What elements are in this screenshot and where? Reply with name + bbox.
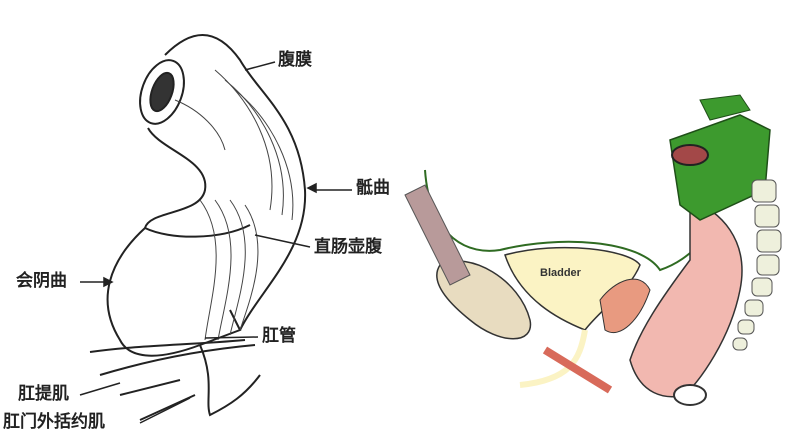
pubic-bone bbox=[436, 260, 532, 340]
label-bladder: Bladder bbox=[540, 267, 581, 279]
label-levator-ani: 肛提肌 bbox=[18, 384, 69, 404]
peritoneum-covered-colon bbox=[669, 114, 771, 221]
peritoneum-line bbox=[424, 169, 721, 272]
rectum-line-drawing bbox=[89, 34, 307, 421]
pelvic-section-drawing bbox=[404, 94, 782, 406]
label-anal-canal: 肛管 bbox=[262, 326, 296, 346]
leader-lines bbox=[79, 61, 352, 424]
label-rectal-ampulla: 直肠壶腹 bbox=[314, 237, 382, 257]
sacrum-coccyx bbox=[732, 179, 782, 351]
label-peritoneum: 腹膜 bbox=[278, 50, 312, 70]
prostate-seminal bbox=[599, 278, 651, 333]
label-sacral-flexure: 骶曲 bbox=[356, 178, 390, 198]
label-external-anal-sphincter: 肛门外括约肌 bbox=[3, 412, 105, 432]
label-perineal-flexure: 会阴曲 bbox=[16, 271, 67, 291]
